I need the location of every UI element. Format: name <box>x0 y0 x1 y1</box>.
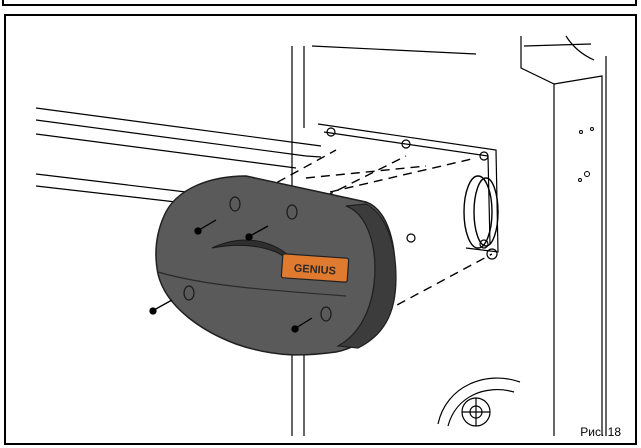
flange-bolt <box>486 248 498 260</box>
boom-end-cap <box>463 175 499 249</box>
screw <box>245 225 269 241</box>
figure-frame: GENIUS <box>4 14 637 445</box>
cabinet-holes <box>578 127 594 182</box>
flange-bolt <box>479 151 489 161</box>
cabinet-lower-cap <box>437 377 521 427</box>
top-frame-strip <box>2 0 637 6</box>
cover-screw-holes <box>183 196 332 322</box>
brand-logo-text: GENIUS <box>293 263 336 278</box>
screw <box>291 317 313 333</box>
screw <box>194 219 217 235</box>
assembly-drawing: GENIUS <box>35 35 607 436</box>
flange-bolt <box>401 139 411 149</box>
brand-logo: GENIUS <box>280 253 350 283</box>
barrier-boom <box>35 107 322 203</box>
flange-bolt <box>326 127 336 137</box>
motor-cover <box>155 175 397 356</box>
fixing-screws <box>149 219 313 333</box>
screw <box>149 299 173 315</box>
figure-caption: Рис. 18 <box>580 425 621 439</box>
flange-bolt <box>479 239 489 249</box>
flange-bolt <box>406 233 416 243</box>
